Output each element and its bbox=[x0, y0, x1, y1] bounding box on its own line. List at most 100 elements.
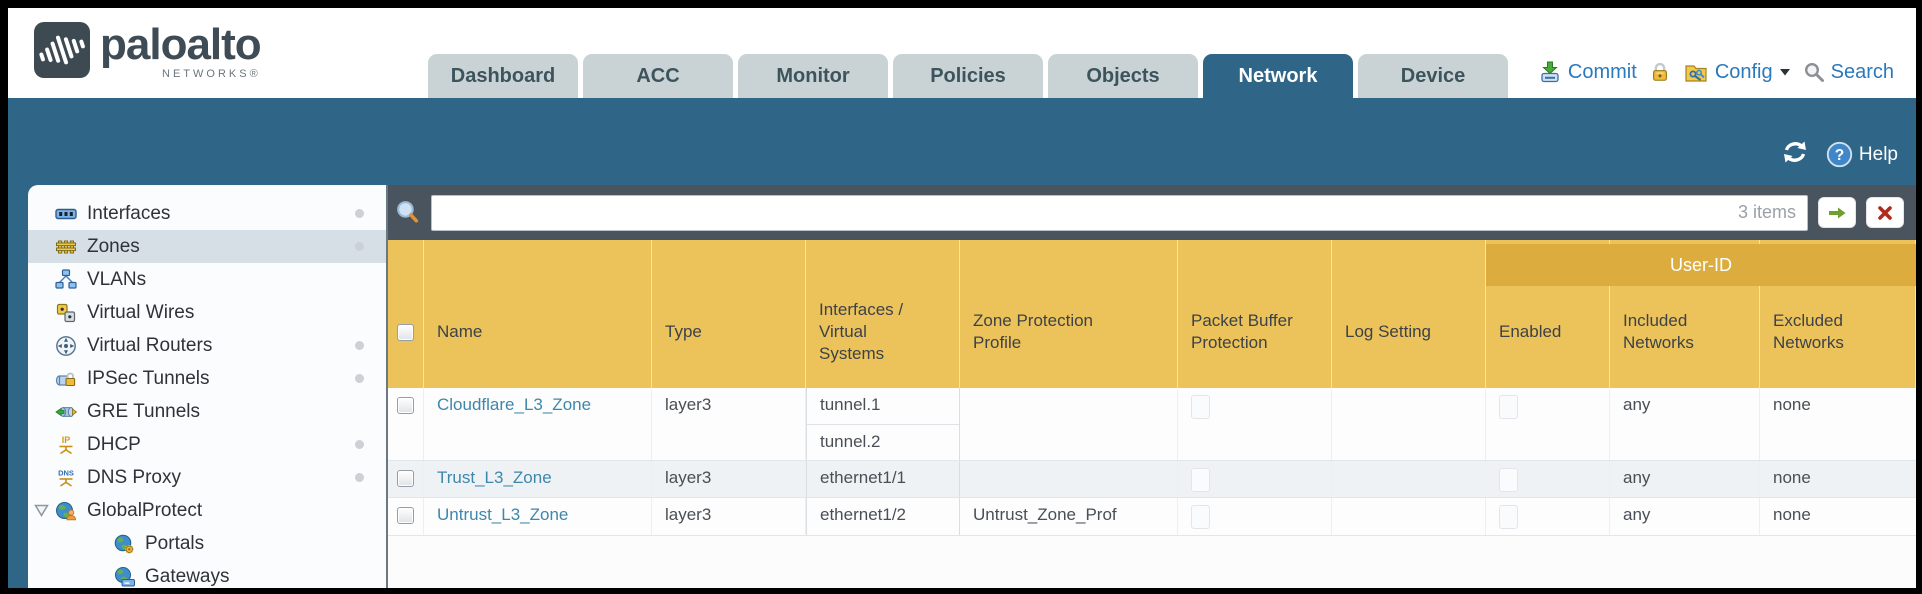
sidebar-item-label: Portals bbox=[145, 532, 205, 554]
cell-type: layer3 bbox=[652, 461, 806, 497]
sidebar-item-gre-tunnels[interactable]: GRE Tunnels bbox=[28, 395, 386, 428]
gre-tunnels-icon bbox=[54, 401, 78, 423]
cell-type: layer3 bbox=[652, 498, 806, 535]
column-label: Name bbox=[437, 322, 483, 341]
lock-icon bbox=[1652, 62, 1667, 81]
packet-buffer-protection-checkbox[interactable] bbox=[1191, 395, 1210, 419]
column-header-excluded_networks[interactable]: Excluded Networks bbox=[1760, 240, 1916, 388]
portals-icon bbox=[112, 533, 136, 555]
cell-name: Trust_L3_Zone bbox=[424, 461, 652, 497]
expander-icon[interactable] bbox=[34, 504, 50, 517]
zone-name-link[interactable]: Trust_L3_Zone bbox=[437, 468, 552, 487]
tab-policies[interactable]: Policies bbox=[893, 54, 1043, 98]
clear-filter-button[interactable] bbox=[1866, 197, 1904, 228]
tab-device[interactable]: Device bbox=[1358, 54, 1508, 98]
column-label: Zone Protection Profile bbox=[973, 311, 1094, 352]
global-search-button[interactable]: Search bbox=[1803, 61, 1894, 84]
tab-network[interactable]: Network bbox=[1203, 54, 1353, 98]
brand-wordmark: paloalto bbox=[100, 20, 262, 69]
column-header-type[interactable]: Type bbox=[652, 240, 806, 388]
cell-enabled bbox=[1486, 498, 1610, 535]
search-icon bbox=[1804, 62, 1824, 82]
config-menu-button[interactable]: Config bbox=[1683, 60, 1791, 84]
column-header-enabled[interactable]: Enabled bbox=[1486, 240, 1610, 388]
column-label: Included Networks bbox=[1623, 311, 1694, 352]
cell-log_setting bbox=[1332, 461, 1486, 497]
cell-excluded_networks: none bbox=[1773, 468, 1811, 487]
cell-interfaces: ethernet1/1 bbox=[806, 461, 960, 497]
virtual-routers-icon bbox=[54, 335, 78, 357]
cell-type: layer3 bbox=[652, 388, 806, 460]
status-dot bbox=[355, 440, 364, 449]
filter-input[interactable] bbox=[431, 194, 1808, 231]
row-checkbox[interactable] bbox=[397, 397, 414, 414]
cell-excluded_networks: none bbox=[1773, 505, 1811, 524]
lock-button[interactable] bbox=[1649, 61, 1671, 83]
left-accent-strip bbox=[8, 185, 28, 588]
commit-button[interactable]: Commit bbox=[1538, 60, 1637, 84]
refresh-button[interactable] bbox=[1780, 138, 1810, 171]
sidebar-item-gateways[interactable]: Gateways bbox=[28, 560, 386, 588]
sidebar-item-virtual-routers[interactable]: Virtual Routers bbox=[28, 329, 386, 362]
sidebar-item-dns-proxy[interactable]: DNS DNS Proxy bbox=[28, 461, 386, 494]
cell-zone_protection_profile bbox=[960, 388, 1178, 460]
tab-dashboard[interactable]: Dashboard bbox=[428, 54, 578, 98]
cell-log_setting bbox=[1332, 498, 1486, 535]
sidebar-item-vlans[interactable]: VLANs bbox=[28, 263, 386, 296]
filter-toolbar: 3 items bbox=[388, 185, 1916, 240]
status-dot bbox=[355, 473, 364, 482]
packet-buffer-protection-checkbox[interactable] bbox=[1191, 468, 1210, 492]
cell-included_networks: any bbox=[1610, 461, 1760, 497]
cell-included_networks: any bbox=[1610, 498, 1760, 535]
sub-header-band: ? Help bbox=[8, 98, 1916, 185]
user-id-enabled-checkbox[interactable] bbox=[1499, 395, 1518, 419]
cell-enabled bbox=[1486, 388, 1610, 460]
column-header-log_setting[interactable]: Log Setting bbox=[1332, 240, 1486, 388]
tab-monitor[interactable]: Monitor bbox=[738, 54, 888, 98]
tab-acc[interactable]: ACC bbox=[583, 54, 733, 98]
svg-text:?: ? bbox=[1835, 147, 1845, 164]
dns-proxy-icon: DNS bbox=[54, 467, 78, 489]
cell-packet_buffer_protection bbox=[1178, 498, 1332, 535]
help-button[interactable]: ? Help bbox=[1826, 141, 1898, 168]
sidebar-item-globalprotect[interactable]: GlobalProtect bbox=[28, 494, 386, 527]
sidebar-item-label: Gateways bbox=[145, 565, 230, 587]
filter-field: 3 items bbox=[431, 194, 1808, 231]
row-checkbox[interactable] bbox=[397, 470, 414, 487]
column-header-zone_protection_profile[interactable]: Zone Protection Profile bbox=[960, 240, 1178, 388]
user-id-enabled-checkbox[interactable] bbox=[1499, 505, 1518, 529]
sidebar-item-portals[interactable]: Portals bbox=[28, 527, 386, 560]
column-header-name[interactable]: Name bbox=[424, 240, 652, 388]
select-all-checkbox[interactable] bbox=[397, 323, 414, 341]
column-label: Packet Buffer Protection bbox=[1191, 311, 1293, 352]
status-dot bbox=[355, 209, 364, 218]
cell-log_setting bbox=[1332, 388, 1486, 460]
packet-buffer-protection-checkbox[interactable] bbox=[1191, 505, 1210, 529]
column-header-included_networks[interactable]: Included Networks bbox=[1610, 240, 1760, 388]
tab-objects[interactable]: Objects bbox=[1048, 54, 1198, 98]
row-checkbox[interactable] bbox=[397, 507, 414, 524]
zone-name-link[interactable]: Untrust_L3_Zone bbox=[437, 505, 569, 524]
sidebar-item-zones[interactable]: Zones bbox=[28, 230, 386, 263]
column-header-interfaces[interactable]: Interfaces / Virtual Systems bbox=[806, 240, 960, 388]
sidebar-item-label: IPSec Tunnels bbox=[87, 367, 210, 389]
cell-select bbox=[388, 461, 424, 497]
user-id-enabled-checkbox[interactable] bbox=[1499, 468, 1518, 492]
column-header-select[interactable] bbox=[388, 240, 424, 388]
sidebar-item-label: Virtual Routers bbox=[87, 334, 213, 356]
sidebar-item-interfaces[interactable]: Interfaces bbox=[28, 197, 386, 230]
cell-included_networks: any bbox=[1610, 388, 1760, 460]
sidebar-item-label: GRE Tunnels bbox=[87, 400, 200, 422]
interfaces-icon bbox=[54, 203, 78, 225]
apply-filter-button[interactable] bbox=[1818, 197, 1856, 228]
sidebar-item-ipsec-tunnels[interactable]: IPSec Tunnels bbox=[28, 362, 386, 395]
column-header-packet_buffer_protection[interactable]: Packet Buffer Protection bbox=[1178, 240, 1332, 388]
zone-name-link[interactable]: Cloudflare_L3_Zone bbox=[437, 395, 592, 414]
sidebar-item-virtual-wires[interactable]: Virtual Wires bbox=[28, 296, 386, 329]
brand-logo: paloalto NETWORKS® bbox=[34, 20, 262, 80]
sidebar-item-label: DNS Proxy bbox=[87, 466, 181, 488]
interface-entry: tunnel.1 bbox=[820, 395, 881, 414]
